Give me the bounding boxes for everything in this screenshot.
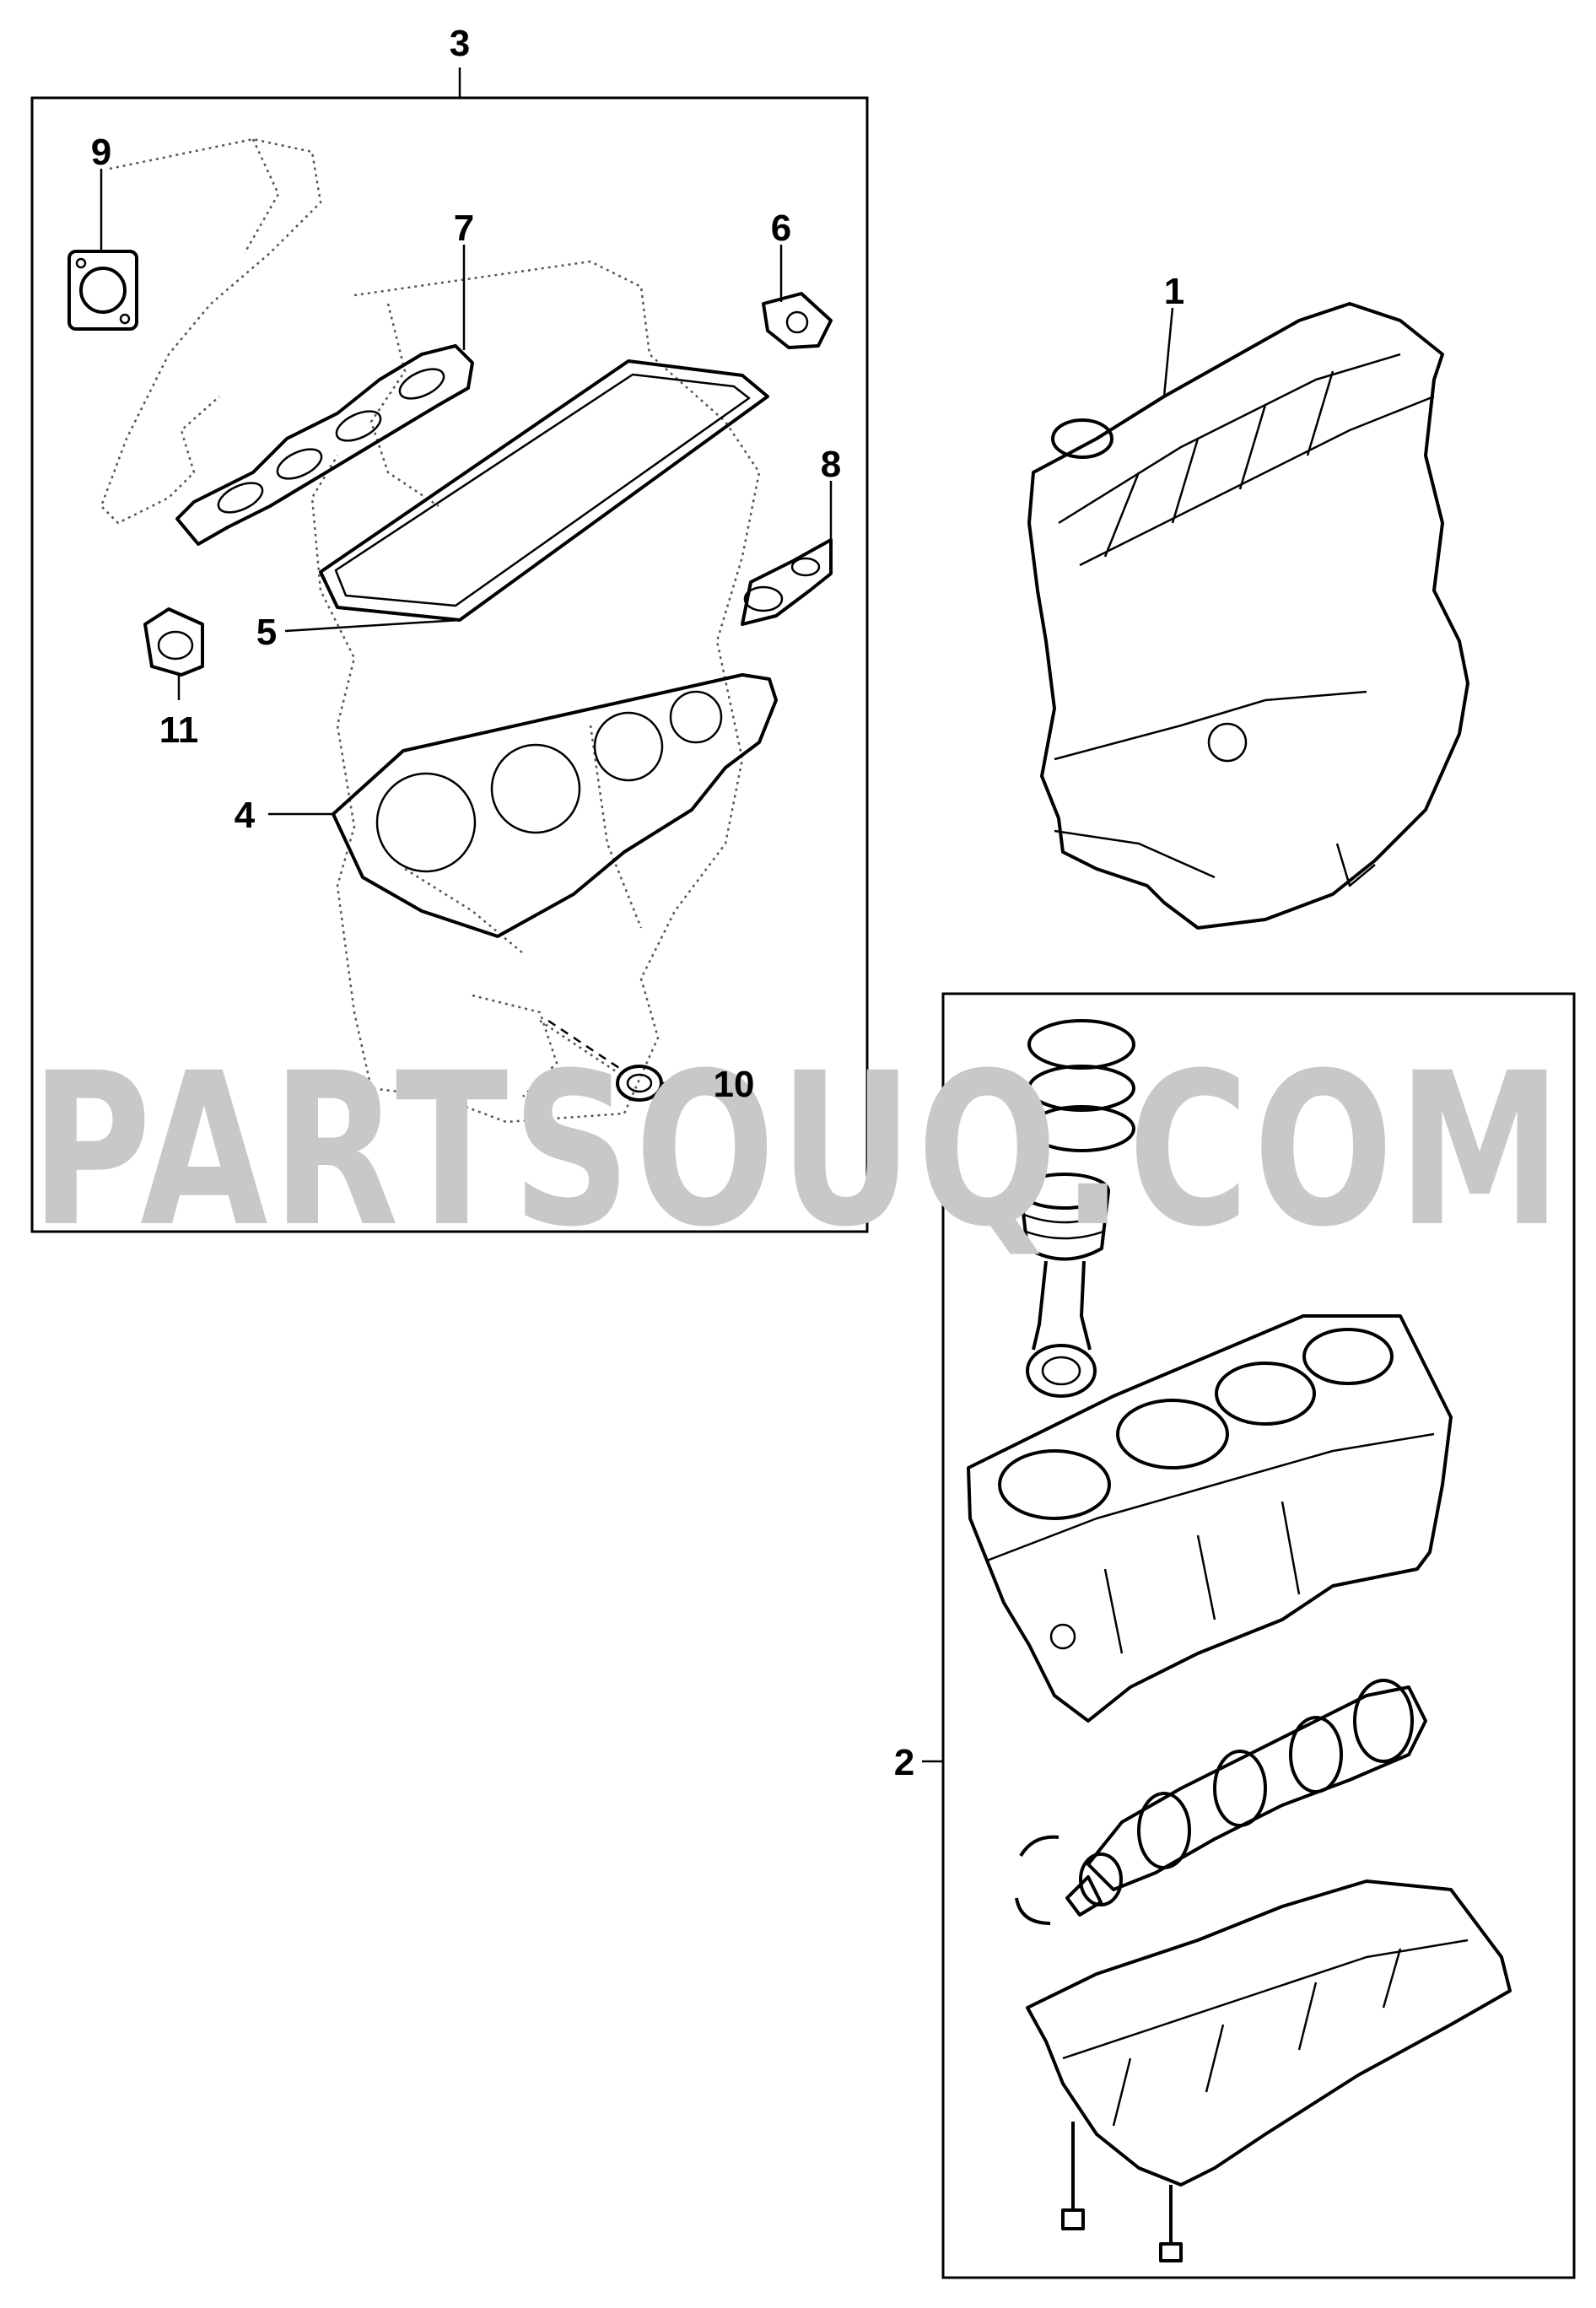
callout-label-4: 4 (235, 795, 256, 836)
part-9-flange-gasket (67, 169, 138, 331)
callout-label-7: 7 (454, 208, 474, 249)
part-7-manifold-gasket (175, 245, 474, 546)
part-10-oring-seal (547, 1019, 698, 1102)
watermark-text: PARTSOUQ.COM (30, 1027, 1566, 1273)
callout-label-9: 9 (91, 132, 111, 173)
ghost-engine-outline (100, 138, 761, 1124)
callout-label-6: 6 (771, 208, 791, 249)
callout-label-1: 1 (1164, 271, 1184, 312)
cylinder-block (967, 1314, 1453, 1723)
callout-label-3: 3 (450, 23, 470, 64)
callout-label-11: 11 (159, 709, 199, 751)
crankshaft (1065, 1679, 1427, 1917)
part-8-exhaust-gasket (741, 481, 833, 626)
crankcase-bolts (1061, 2122, 1183, 2262)
lower-crankcase (1026, 1879, 1512, 2187)
callout-label-5: 5 (256, 612, 277, 653)
gasket-set-frame (30, 67, 869, 1233)
callout-label-2: 2 (894, 1742, 914, 1783)
part-6-small-gasket (762, 245, 833, 349)
main-bearing-shells (1015, 1835, 1060, 1925)
part-5-rocker-cover-gasket (284, 359, 769, 633)
part-1-engine-assembly (1027, 302, 1469, 930)
part-4-head-gasket (268, 673, 778, 938)
piston-connecting-rod (1019, 1173, 1110, 1398)
piston-rings (1027, 1019, 1135, 1152)
short-block-frame (922, 992, 1576, 2279)
callout-label-10: 10 (714, 1064, 755, 1105)
callout-label-8: 8 (821, 444, 841, 485)
part-11-thermostat-gasket (143, 607, 204, 700)
